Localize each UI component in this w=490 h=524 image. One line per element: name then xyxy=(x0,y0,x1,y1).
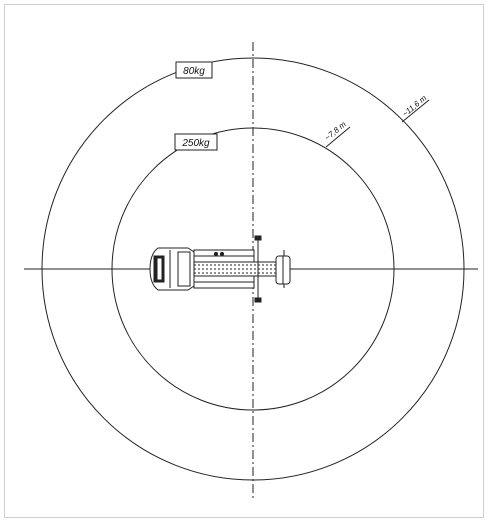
inner-range-circle xyxy=(111,127,395,411)
outer-radius-leader xyxy=(401,99,430,123)
basket xyxy=(275,255,291,285)
boom xyxy=(193,261,279,277)
svg-text:250kg: 250kg xyxy=(181,138,210,149)
outer-load-label: 80kg xyxy=(175,61,213,79)
inner-load-label: 250kg xyxy=(174,133,218,151)
machine-top-view xyxy=(149,235,291,303)
svg-text:80kg: 80kg xyxy=(183,66,205,77)
outer-radius-label: ~11,6 m xyxy=(401,93,429,118)
cab xyxy=(149,247,195,291)
outer-range-circle xyxy=(41,57,465,481)
inner-radius-leader xyxy=(325,126,351,148)
